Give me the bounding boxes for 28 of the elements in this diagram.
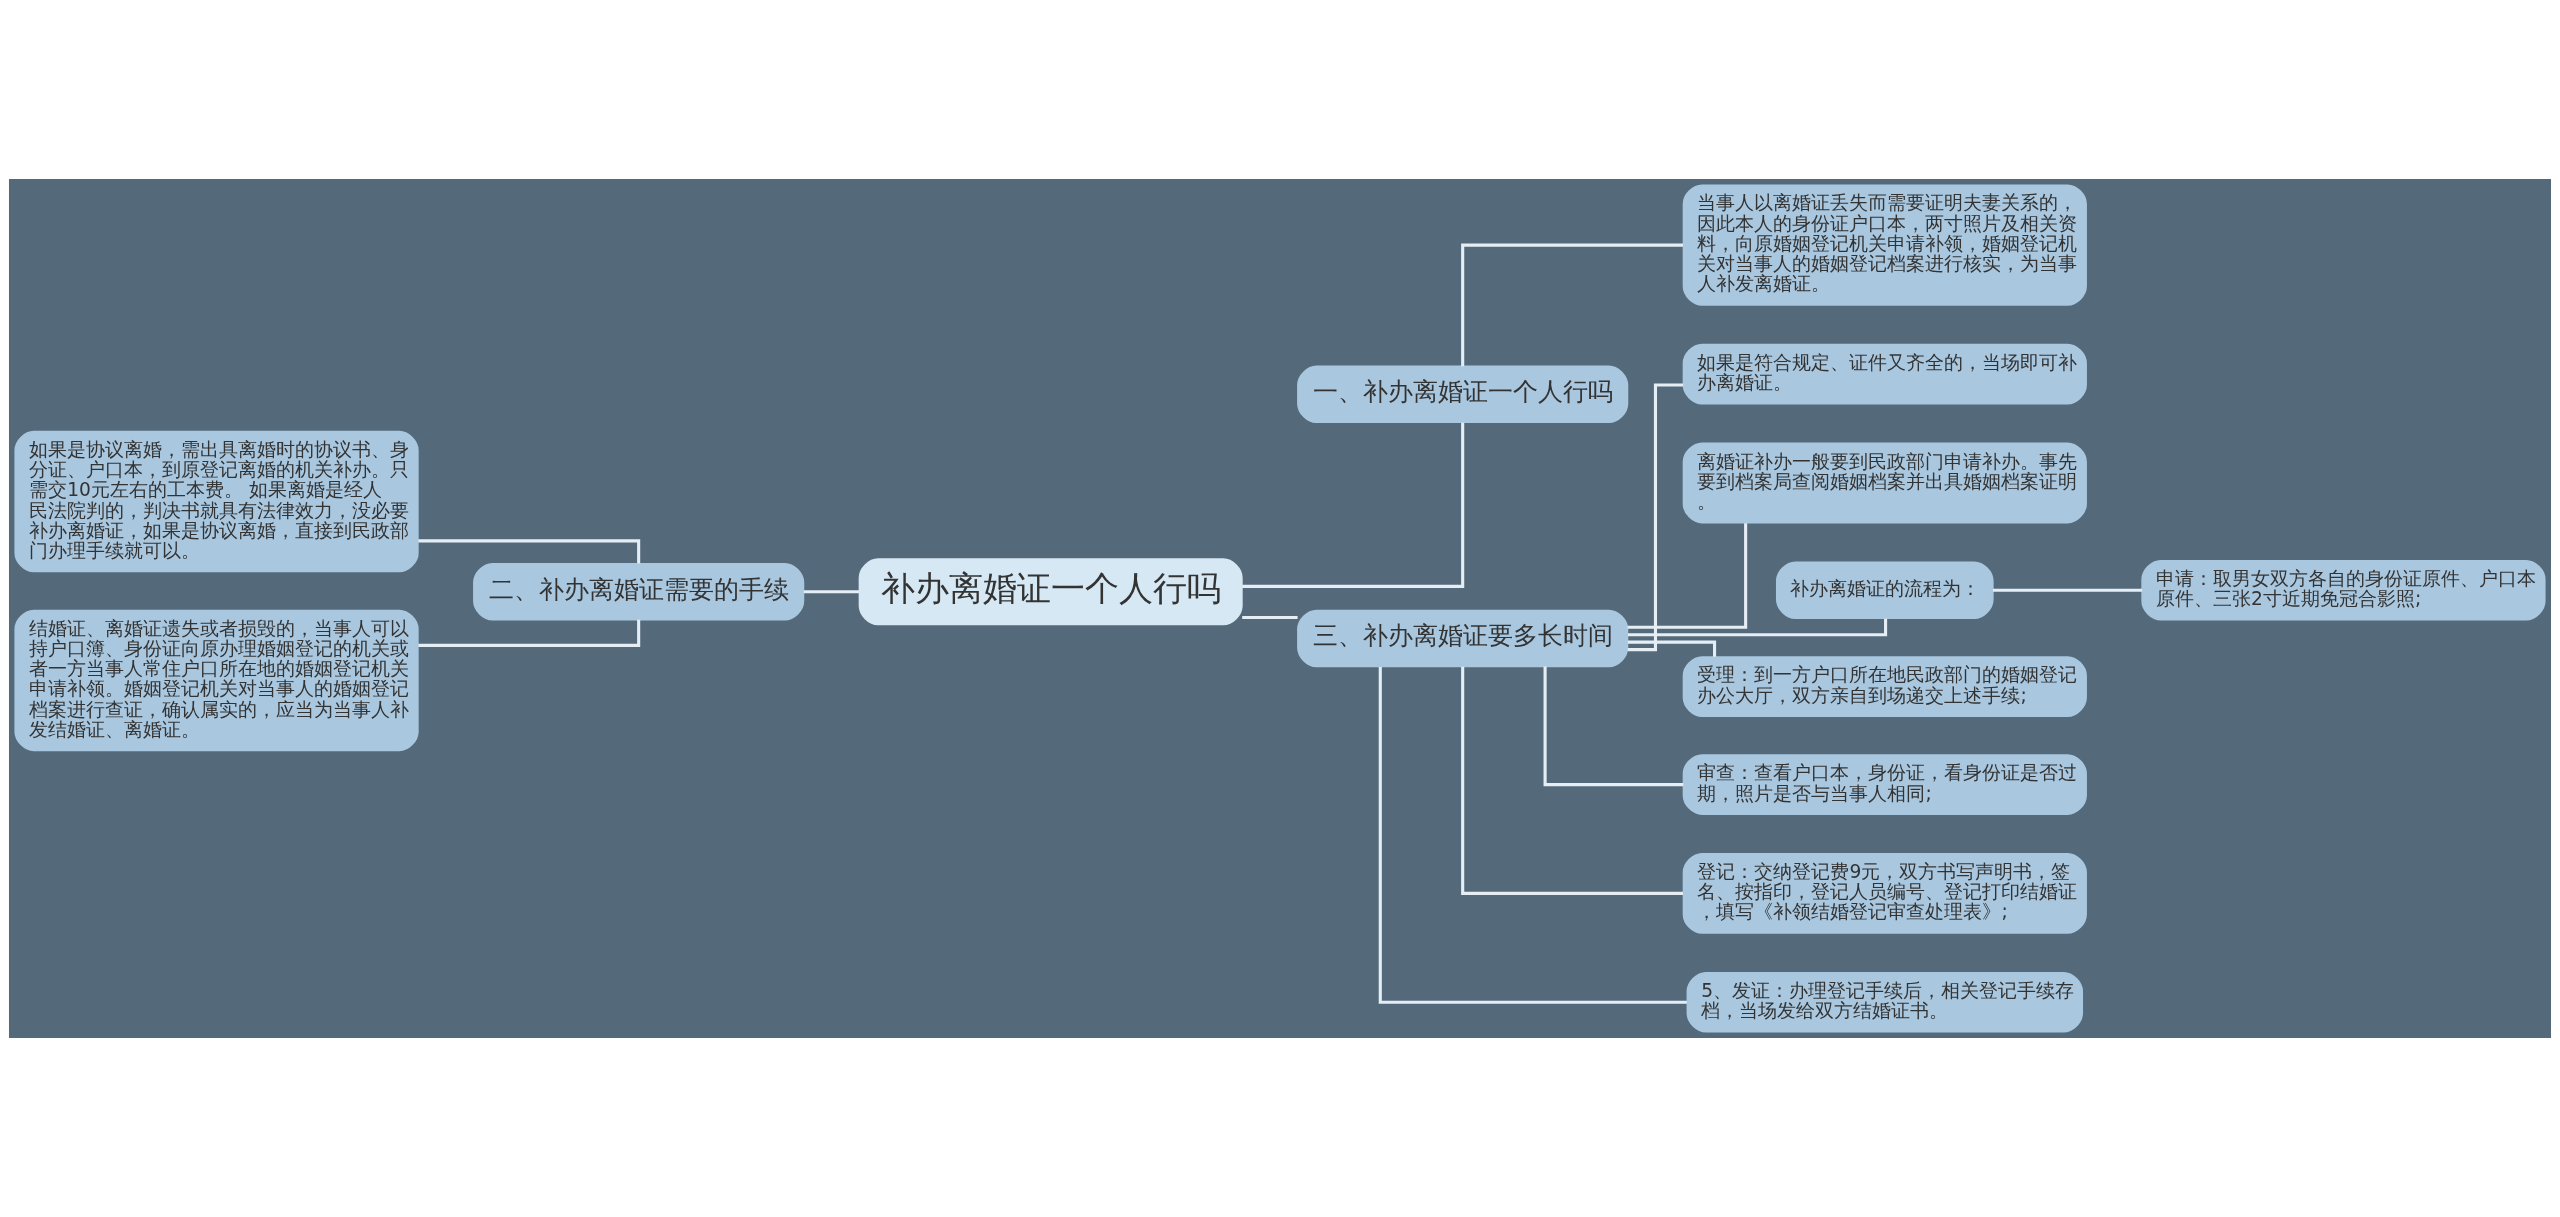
connector bbox=[1992, 588, 2143, 592]
node-box: 三、补办离婚证要多长时间 bbox=[1297, 609, 1629, 668]
node-box: 如果是协议离婚，需出具离婚时的协议书、身分证、户口本，到原登记离婚的机关补办。只需交10元左右的工本费。 如果离婚是经人民法院判的，判决书就具有法律效力，没必要补办离婚证，如果是协议离婚，直接到民政部门办理手续就可以。 bbox=[14, 430, 419, 573]
connector bbox=[1242, 615, 1298, 619]
node-box: 二、补办离婚证需要的手续 bbox=[473, 563, 805, 621]
node-box: 离婚证补办一般要到民政部门申请补办。事先要到档案局查阅婚姻档案并出具婚姻档案证明。 bbox=[1682, 442, 2087, 524]
connector bbox=[1461, 666, 1683, 895]
node-box: 如果是符合规定、证件又齐全的，当场即可补办离婚证。 bbox=[1682, 343, 2087, 405]
node-box: 一、补办离婚证一个人行吗 bbox=[1297, 365, 1629, 424]
connector bbox=[1628, 618, 1888, 637]
connector bbox=[1543, 666, 1684, 787]
node-box: 补办离婚证的流程为： bbox=[1775, 561, 1994, 619]
node-box: 登记：交纳登记费9元，双方书写声明书，签名、按指印，登记人员编号、登记打印结婚证，填写《补领结婚登记审查处理表》; bbox=[1682, 853, 2087, 934]
connector bbox=[1378, 666, 1687, 1004]
connector bbox=[418, 619, 641, 647]
node-box: 当事人以离婚证丢失而需要证明夫妻关系的，因此本人的身份证户口本，两寸照片及相关资料，向原婚姻登记机关申请补领，婚姻登记机关对当事人的婚姻登记档案进行核实，为当事人补发离婚证。 bbox=[1682, 184, 2087, 306]
node-box: 补办离婚证一个人行吗 bbox=[858, 558, 1243, 626]
connector bbox=[418, 539, 641, 564]
node-box: 申请：取男女双方各自的身份证原件、户口本原件、三张2寸近期免冠合影照; bbox=[2141, 559, 2546, 621]
connector bbox=[803, 590, 859, 594]
connector bbox=[1627, 640, 1717, 657]
node-box: 审查：查看户口本，身份证，看身份证是否过期，照片是否与当事人相同; bbox=[1682, 754, 2087, 815]
connector bbox=[1627, 523, 1748, 629]
connector bbox=[1242, 422, 1465, 588]
connector bbox=[1461, 243, 1683, 367]
node-box: 结婚证、离婚证遗失或者损毁的，当事人可以持户口簿、身份证向原办理婚姻登记的机关或者一方当事人常住户口所在地的婚姻登记机关申请补领。婚姻登记机关对当事人的婚姻登记档案进行查证，确认属实的，应当为当事人补发结婚证、离婚证。 bbox=[14, 609, 419, 752]
node-box: 受理：到一方户口所在地民政部门的婚姻登记办公大厅，双方亲自到场递交上述手续; bbox=[1682, 656, 2087, 717]
node-box: 5、发证：办理登记手续后，相关登记手续存档，当场发给双方结婚证书。 bbox=[1686, 971, 2084, 1033]
